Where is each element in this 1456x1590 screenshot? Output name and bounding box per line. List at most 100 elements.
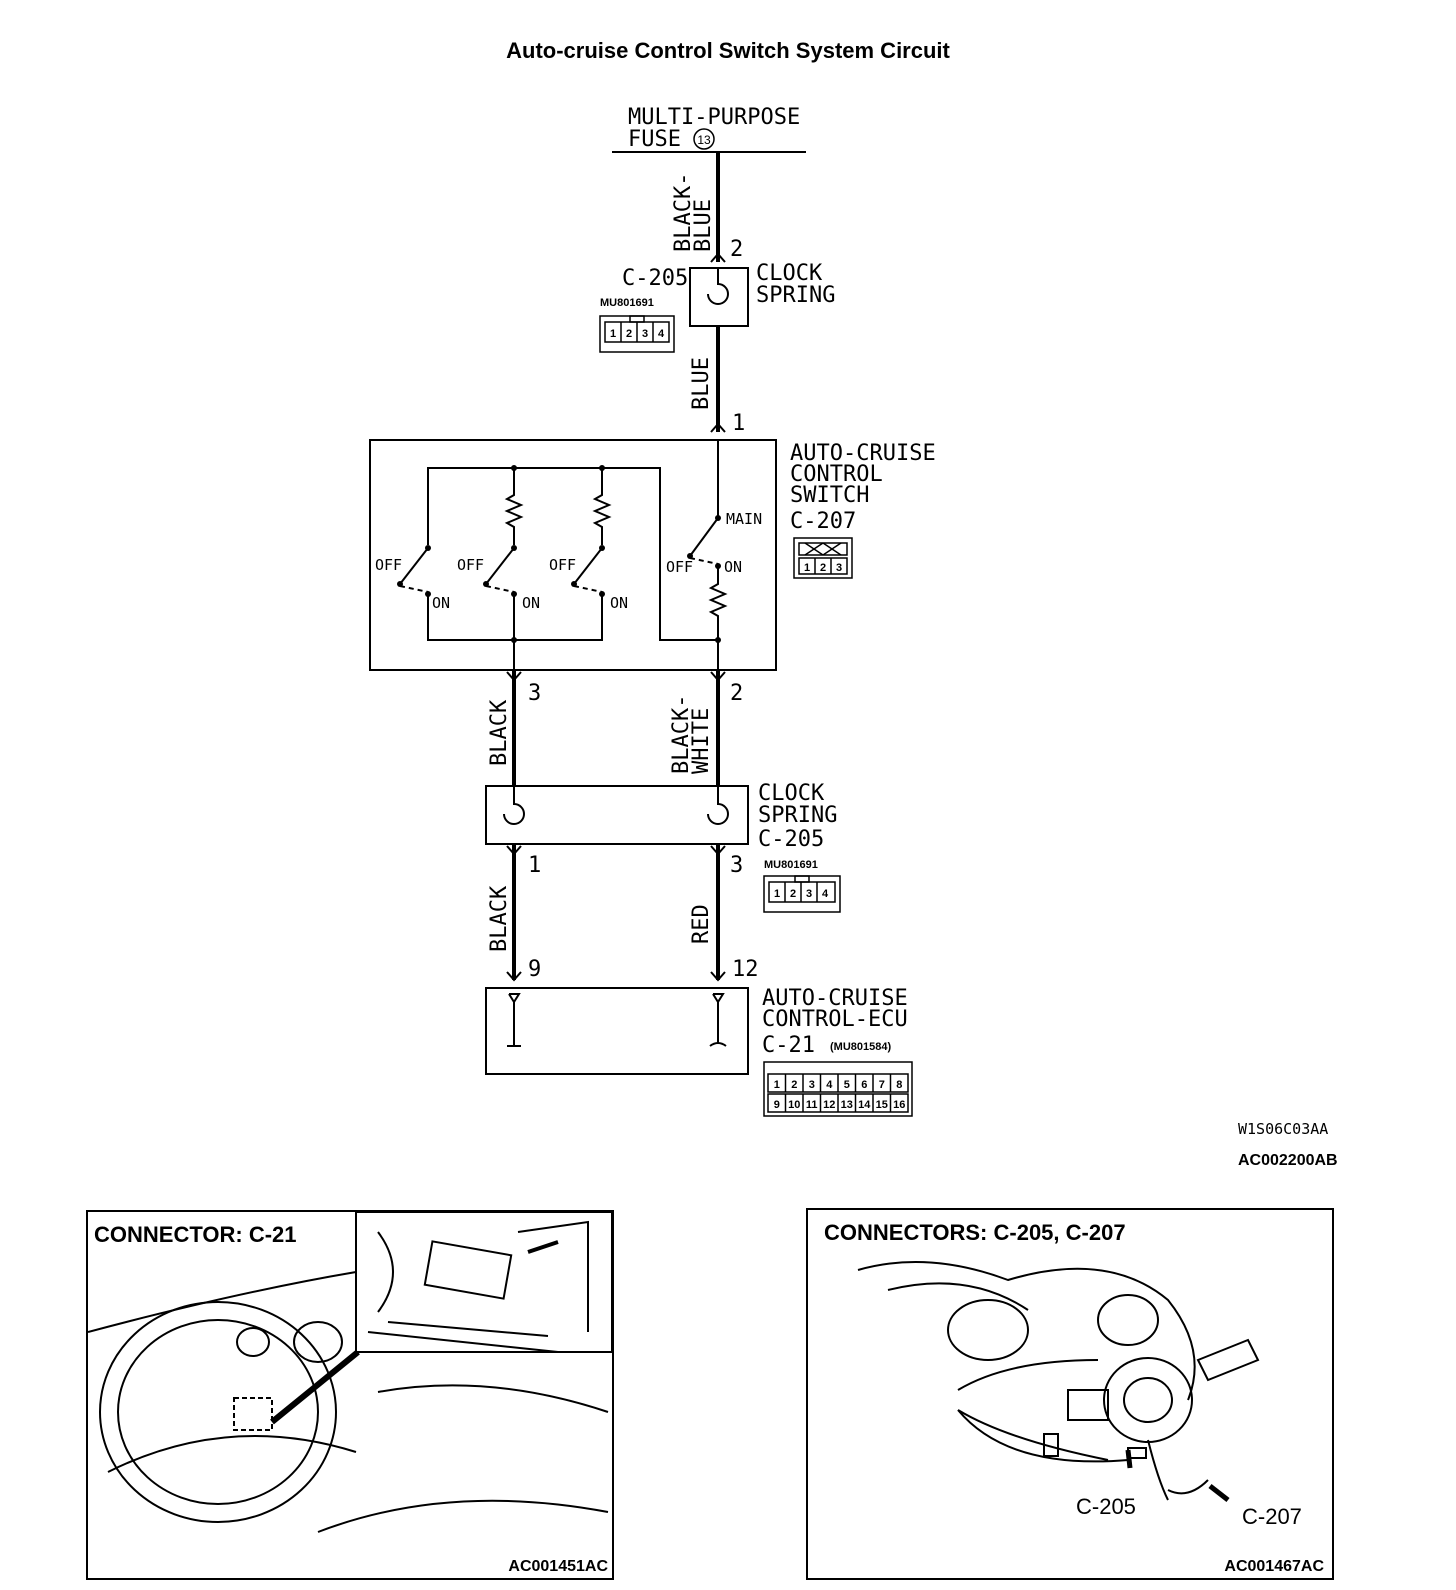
panel-title: CONNECTORS: C-205, C-207 xyxy=(824,1220,1126,1245)
ecu-pin-label: 6 xyxy=(861,1079,867,1091)
ecu-pin-label: 3 xyxy=(809,1079,815,1091)
resistor xyxy=(592,468,612,545)
ecu-pin-label: 12 xyxy=(823,1099,835,1111)
contact-dot xyxy=(397,581,403,587)
dashed-link xyxy=(485,585,515,593)
contact-dot xyxy=(425,545,431,551)
ecu-pin-label: 8 xyxy=(896,1079,902,1091)
ecu-pin-label: 1 xyxy=(774,1079,780,1091)
ecu-pin-label: 2 xyxy=(791,1079,797,1091)
svg-text:2: 2 xyxy=(790,888,796,900)
connector-c21-panel: CONNECTOR: C-21 AC001451AC xyxy=(86,1210,614,1580)
ecu-pin-label: 4 xyxy=(826,1079,833,1091)
clock-spring-symbol xyxy=(707,268,729,305)
diagram-code: W1S06C03AA xyxy=(1238,1120,1329,1138)
ecu-name-2: CONTROL-ECU xyxy=(762,1007,908,1032)
resistor xyxy=(708,566,728,670)
pin-number: 9 xyxy=(528,957,541,982)
c207-callout: C-207 xyxy=(1242,1504,1302,1529)
switch-state-on: ON xyxy=(724,558,742,576)
ecu-pin-label: 7 xyxy=(879,1079,885,1091)
c205-callout: C-205 xyxy=(1076,1494,1136,1519)
pin-number: 3 xyxy=(528,681,541,706)
dashed-link xyxy=(689,557,719,565)
connector-icon-c205-top xyxy=(599,315,675,353)
connectors-c205-c207-panel: CONNECTORS: C-205, C-207 C-205 C-207 AC0… xyxy=(806,1208,1334,1580)
ecu-pin-label: 10 xyxy=(788,1099,800,1111)
resistor xyxy=(504,468,524,545)
svg-text:3: 3 xyxy=(836,562,842,574)
contact-dot xyxy=(715,563,721,569)
switch-bus xyxy=(427,467,718,641)
wire-label-black-white-1: BLACK- xyxy=(669,695,694,774)
fuse-number: 13 xyxy=(697,133,711,147)
clock-spring-top-name-2: SPRING xyxy=(756,283,835,308)
switch-state-main: MAIN xyxy=(726,510,762,528)
wire-label-black-blue-1: BLACK- xyxy=(671,173,696,252)
clock-spring-top-name-1: CLOCK xyxy=(756,261,823,286)
wire-label-red: RED xyxy=(689,904,714,944)
dashed-link xyxy=(573,585,603,593)
clock-spring-illustration xyxy=(857,1261,1260,1502)
ecu-terminal xyxy=(709,1042,727,1047)
figure-code: AC002200AB xyxy=(1238,1152,1338,1169)
pin-number: 12 xyxy=(732,957,759,982)
clock-spring-bottom-part: MU801691 xyxy=(764,859,818,871)
ecu-input-arrow xyxy=(712,993,725,1004)
switch-state-off: OFF xyxy=(666,558,693,576)
pin-number: 3 xyxy=(730,853,743,878)
clock-spring-bottom-name-1: CLOCK xyxy=(758,781,825,806)
junction-dot xyxy=(511,637,517,643)
clock-spring-top-connector: C-205 xyxy=(622,266,688,291)
pin-number: 2 xyxy=(730,237,743,262)
switch-connector: C-207 xyxy=(790,509,856,534)
svg-text:1: 1 xyxy=(610,328,616,340)
switch-state-on: ON xyxy=(610,594,628,612)
switch-state-on: ON xyxy=(522,594,540,612)
connector-icon-c205-bottom xyxy=(763,875,841,913)
switch-blade xyxy=(485,547,515,585)
svg-text:2: 2 xyxy=(820,562,826,574)
wire-label-black-top: BLACK xyxy=(487,699,512,766)
wire-label-black-white-2: WHITE xyxy=(689,708,714,774)
contact-dot xyxy=(599,591,605,597)
switch-name-1: AUTO-CRUISE xyxy=(790,441,936,466)
pin-number: 1 xyxy=(732,411,745,436)
pin-arrow xyxy=(506,671,522,682)
steering-wheel-illustration xyxy=(88,1212,612,1533)
junction-dot xyxy=(715,637,721,643)
switch-blade xyxy=(399,547,429,585)
contact-dot xyxy=(511,591,517,597)
pin-arrow xyxy=(710,671,726,682)
switch-name-3: SWITCH xyxy=(790,483,869,508)
dashed-link xyxy=(399,585,429,593)
switch-state-off: OFF xyxy=(457,556,484,574)
page-title: Auto-cruise Control Switch System Circui… xyxy=(506,38,950,63)
svg-text:4: 4 xyxy=(822,888,829,900)
contact-dot xyxy=(599,545,605,551)
wire-label-black-bottom: BLACK xyxy=(487,885,512,952)
ecu-box xyxy=(485,987,749,1075)
clock-spring-symbol xyxy=(503,786,525,825)
pin-number: 1 xyxy=(528,853,541,878)
ecu-connector: C-21 xyxy=(762,1033,815,1058)
pin-arrow xyxy=(710,971,726,982)
ecu-pin-label: 14 xyxy=(858,1099,871,1111)
junction-dot xyxy=(599,465,605,471)
svg-text:3: 3 xyxy=(806,888,812,900)
wire-label-black-blue-2: BLUE xyxy=(691,199,716,252)
clock-spring-symbol xyxy=(707,786,729,825)
ecu-pin-label: 9 xyxy=(774,1099,780,1111)
svg-text:2: 2 xyxy=(626,328,632,340)
contact-dot xyxy=(483,581,489,587)
ecu-pin-label: 15 xyxy=(876,1099,888,1111)
panel-title: CONNECTOR: C-21 xyxy=(94,1222,297,1247)
pin-arrow xyxy=(710,422,726,433)
switch-blade xyxy=(573,547,603,585)
fuse-label-2: FUSE xyxy=(628,127,681,152)
pin-number: 2 xyxy=(730,681,743,706)
ecu-part: (MU801584) xyxy=(830,1041,891,1053)
contact-dot xyxy=(511,545,517,551)
svg-text:4: 4 xyxy=(658,328,665,340)
